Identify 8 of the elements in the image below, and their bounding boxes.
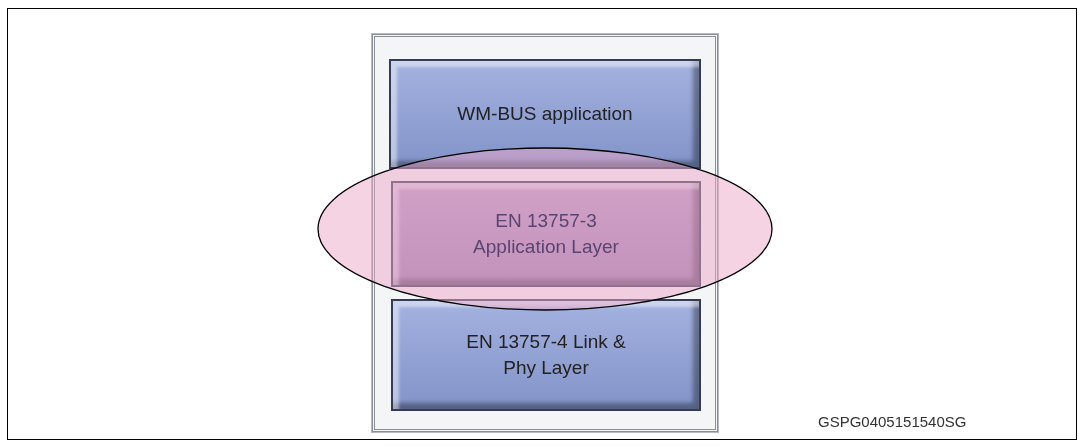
layer-box (389, 59, 701, 169)
layer-box (391, 181, 701, 287)
layer-label: EN 13757-4 Link & Phy Layer (465, 330, 627, 380)
layer-label: EN 13757-3 Application Layer (472, 209, 620, 259)
layer-stack-frame (372, 34, 718, 432)
figure-id: GSPG0405151540SG (818, 413, 967, 430)
layer-label: WM-BUS application (457, 102, 633, 126)
layer-box (391, 299, 701, 411)
